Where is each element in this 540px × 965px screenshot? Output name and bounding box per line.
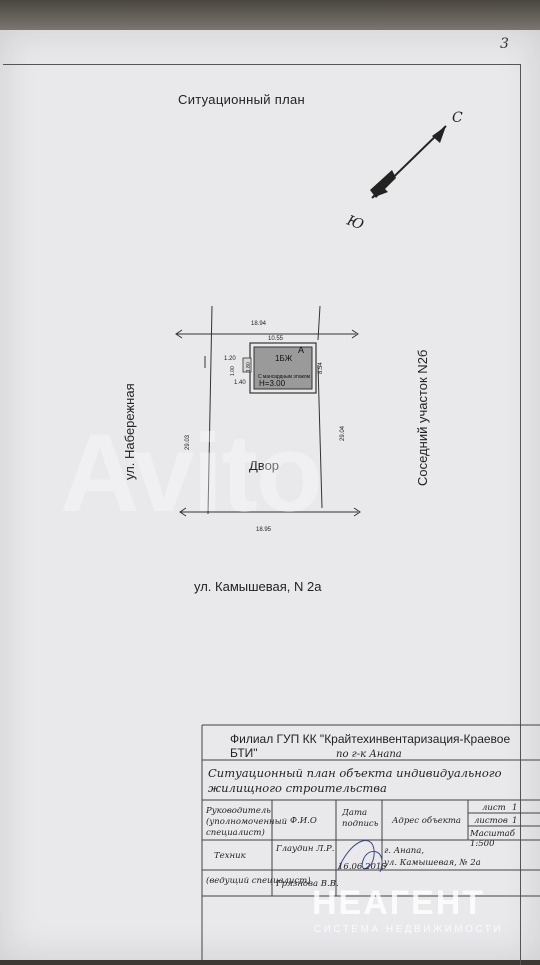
stamp-col-address: Адрес объекта [392, 816, 461, 826]
house-block [253, 346, 313, 390]
dim-left: 29.03 [185, 434, 191, 450]
stamp-sheets-label: листов [474, 816, 508, 826]
compass-arrow-icon [370, 125, 447, 199]
dim-offset-b: 1.00 [230, 366, 236, 376]
stamp-role-tech: Техник [214, 851, 246, 861]
street-left: ул. Набережная [122, 383, 137, 480]
neighbor-plot: Соседний участок N2б [415, 350, 430, 486]
dim-right: 29.04 [340, 425, 346, 441]
dim-porch: 1.80 [246, 362, 252, 372]
dim-top: 18.94 [251, 321, 267, 327]
watermark-brand-sub: СИСТЕМА НЕДВИЖИМОСТИ [314, 924, 504, 935]
page-title: Ситуационный план [178, 92, 305, 107]
house-label: 1БЖ [275, 354, 293, 363]
dim-offset-c: 1.40 [234, 380, 246, 386]
stamp-address-line1: г. Анапа, [384, 846, 425, 856]
page-number: 3 [500, 36, 509, 52]
stamp-org-line2: по г-к Анапа [336, 749, 402, 760]
stamp-sheet-label: лист [482, 803, 506, 813]
dim-bottom: 18.95 [256, 527, 272, 533]
watermark-avito: Avito [60, 412, 323, 535]
stamp-role-lead: (ведущий специалист) [206, 876, 311, 886]
dim-house-width: 10.55 [268, 336, 284, 342]
stamp-address-line2: ул. Камышевая, № 2а [384, 858, 481, 868]
document-page [0, 30, 540, 960]
stamp-col-date: Дата подпись [342, 808, 379, 829]
stamp-scale: Масштаб 1:500 [470, 829, 515, 849]
house-letter: А [298, 345, 304, 355]
stamp-col-fio: Ф.И.О [290, 816, 317, 826]
house-note: С мансардным этажом [258, 374, 311, 380]
watermark-brand: НЕАГЕНТ [312, 884, 486, 922]
page-frame [3, 64, 521, 965]
street-bottom: ул. Камышевая, N 2а [194, 579, 322, 594]
stamp-doc-title: Ситуационный план объекта индивидуальног… [208, 766, 502, 795]
dim-offset-a: 1.20 [224, 356, 236, 362]
stamp-date: 16.06.2015 [338, 862, 387, 872]
stamp-lead-name: Грязнова В.В. [276, 879, 339, 889]
lot-boundary [175, 305, 361, 517]
stamp-sheet-value: 1 [512, 803, 518, 813]
compass-south: Ю [344, 212, 366, 233]
stamp-sheets-value: 1 [512, 816, 518, 826]
stamp-tech-name: Глаудин Л.Р. [276, 844, 335, 854]
compass-north: С [452, 110, 463, 126]
stamp-col-role: Руководитель (уполномоченный специалист) [206, 806, 288, 838]
signature-mark [337, 840, 383, 873]
dim-house-depth: 8.54 [318, 362, 324, 374]
house-height: H=3.00 [259, 379, 286, 388]
stamp-org-line1: Филиал ГУП КК "Крайтехинвентаризация-Кра… [230, 732, 511, 760]
porch-block [242, 357, 252, 373]
yard-label: Двор [249, 458, 279, 473]
